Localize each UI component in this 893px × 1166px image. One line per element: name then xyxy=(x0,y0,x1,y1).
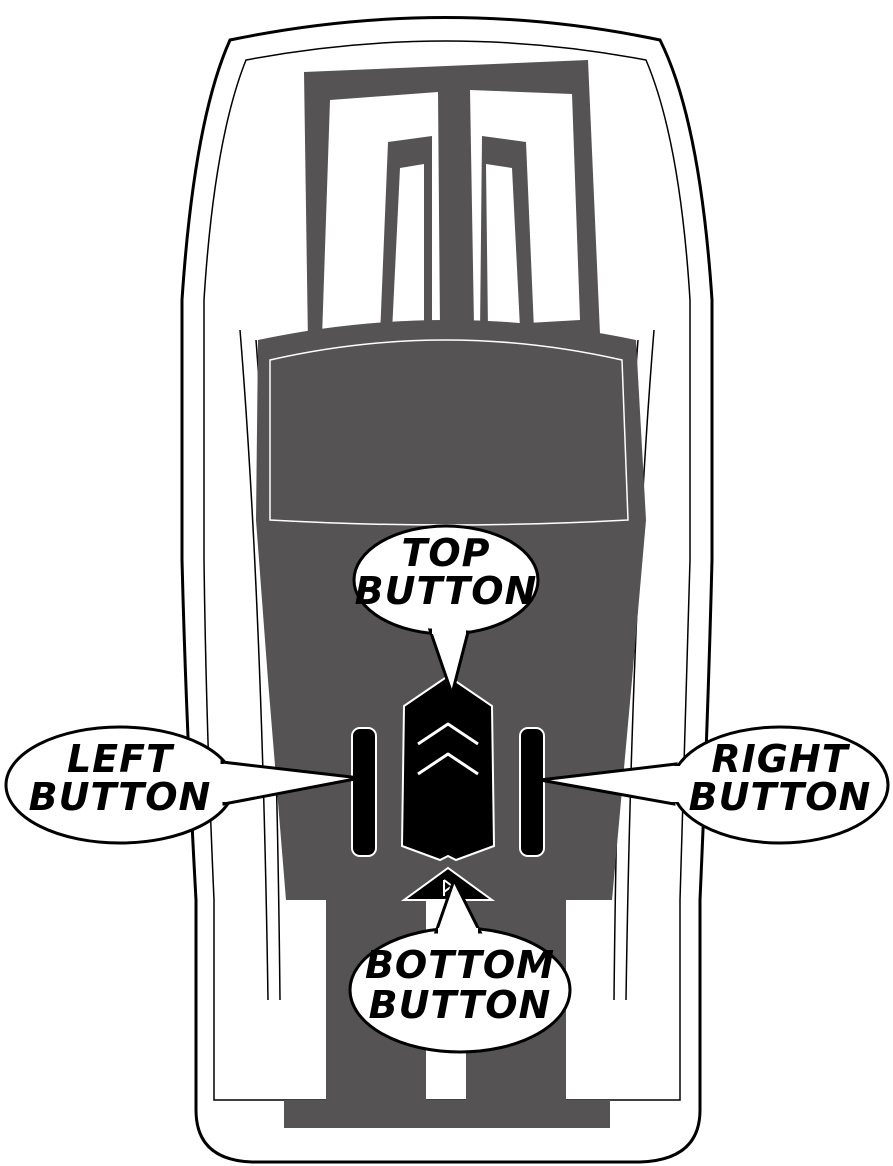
callout-right-line2: BUTTON xyxy=(689,775,872,819)
right-button[interactable] xyxy=(520,728,544,856)
callout-bottom-line2: BUTTON xyxy=(369,983,552,1027)
top-button[interactable] xyxy=(402,676,494,860)
callout-bottom-line1: BOTTOM xyxy=(365,943,555,987)
callout-top-line2: BUTTON xyxy=(355,569,538,613)
callout-left-line2: BUTTON xyxy=(29,775,212,819)
left-button[interactable] xyxy=(352,728,376,856)
